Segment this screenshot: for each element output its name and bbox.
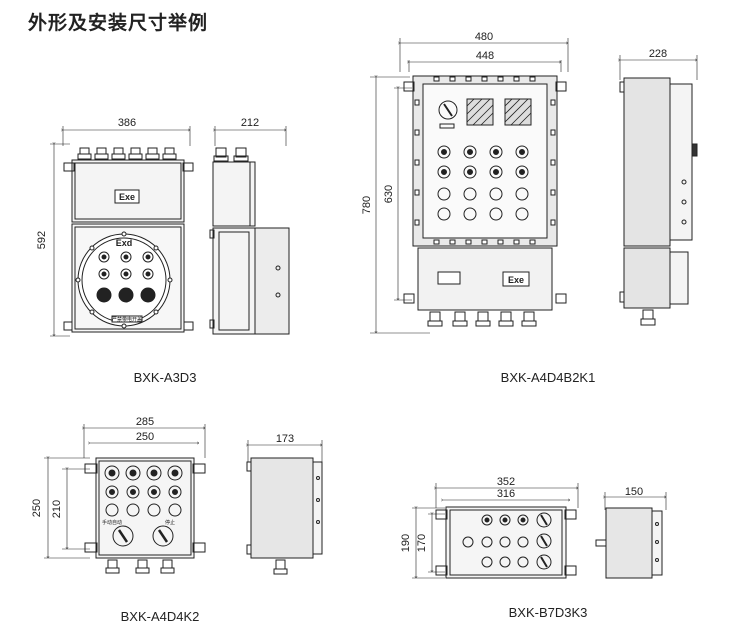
- cable-glands-bottom-a4d4b2k1: [427, 311, 537, 327]
- switch-label-right: 停止: [165, 519, 175, 526]
- exd-label-a3d3: Exd: [116, 238, 133, 248]
- cable-glands-bottom-a4d4k2: [105, 559, 175, 574]
- dim-width-inner-a4d4k2: 250: [136, 431, 154, 443]
- dim-width-outer-a4d4k2: 285: [136, 416, 154, 428]
- push-buttons-b7d3k3: [462, 536, 529, 568]
- warning-plate-text: 严禁带电开盖: [112, 316, 142, 323]
- dim-height-outer-a4d4k2: 250: [31, 499, 43, 517]
- push-buttons-a4d4b2k1: [437, 187, 529, 221]
- model-a4d4k2-front-view: [44, 424, 206, 574]
- cable-glands-top: [77, 147, 177, 160]
- caption-bxk-a4d4b2k1: BXK-A4D4B2K1: [501, 370, 596, 385]
- caption-bxk-a3d3: BXK-A3D3: [134, 370, 197, 385]
- dim-height-a3d3: 592: [36, 231, 48, 249]
- flange-bolts: [75, 231, 173, 329]
- dim-height-inner-a4d4b2k1: 630: [383, 185, 395, 203]
- dim-height-inner-b7d3k3: 170: [416, 534, 428, 552]
- dim-depth-b7d3k3: 150: [625, 486, 643, 498]
- dim-depth-a4d4b2k1: 228: [649, 48, 667, 60]
- meter-left: [466, 98, 494, 126]
- exe-label-a4d4b2k1: Exe: [508, 275, 524, 285]
- dim-width-inner-b7d3k3: 316: [497, 488, 515, 500]
- model-b7d3k3-front-view: [412, 483, 578, 579]
- indicator-lamps-b7d3k3: [481, 514, 529, 526]
- caption-bxk-b7d3k3: BXK-B7D3K3: [509, 605, 588, 620]
- dim-width-outer-a4d4b2k1: 480: [475, 31, 493, 43]
- model-b7d3k3-side-view: [595, 492, 666, 579]
- meter-right: [504, 98, 532, 126]
- caption-bxk-a4d4k2: BXK-A4D4K2: [121, 609, 200, 624]
- push-buttons-a4d4k2: [105, 503, 182, 517]
- exe-badge: [114, 189, 140, 204]
- indicator-lamps-a4d4k2: [104, 465, 183, 499]
- dim-width-inner-a4d4b2k1: 448: [476, 50, 494, 62]
- warning-plate: [111, 315, 143, 323]
- dim-height-inner-a4d4k2: 210: [51, 500, 63, 518]
- indicator-lamps-a3d3: [98, 251, 154, 280]
- model-a4d4b2k1-front-view: [370, 38, 568, 333]
- indicator-lamps-a4d4b2k1: [437, 145, 529, 179]
- flange-bolts-top: [414, 76, 556, 245]
- model-a3d3-front-view: [50, 126, 194, 336]
- switch-label-left: 手动自动: [102, 519, 122, 526]
- dim-depth-a3d3: 212: [241, 117, 259, 129]
- selector-switches-b7d3k3: [536, 512, 552, 570]
- model-a3d3-side-view: [209, 126, 290, 335]
- dim-width-outer-b7d3k3: 352: [497, 476, 515, 488]
- dim-height-outer-b7d3k3: 190: [400, 534, 412, 552]
- selector-switches-a4d4k2: [112, 525, 174, 547]
- exe-badge-a4d4b2k1: [502, 271, 530, 287]
- model-a4d4k2-side-view: [247, 440, 323, 575]
- exe-label-a3d3: Exe: [119, 192, 135, 202]
- dim-height-outer-a4d4b2k1: 780: [361, 196, 373, 214]
- page-title: 外形及安装尺寸举例: [28, 12, 209, 34]
- model-a4d4b2k1-side-view: [620, 55, 698, 326]
- dim-width-a3d3: 386: [118, 117, 136, 129]
- dim-depth-a4d4k2: 173: [276, 433, 294, 445]
- push-buttons-a3d3: [96, 287, 156, 303]
